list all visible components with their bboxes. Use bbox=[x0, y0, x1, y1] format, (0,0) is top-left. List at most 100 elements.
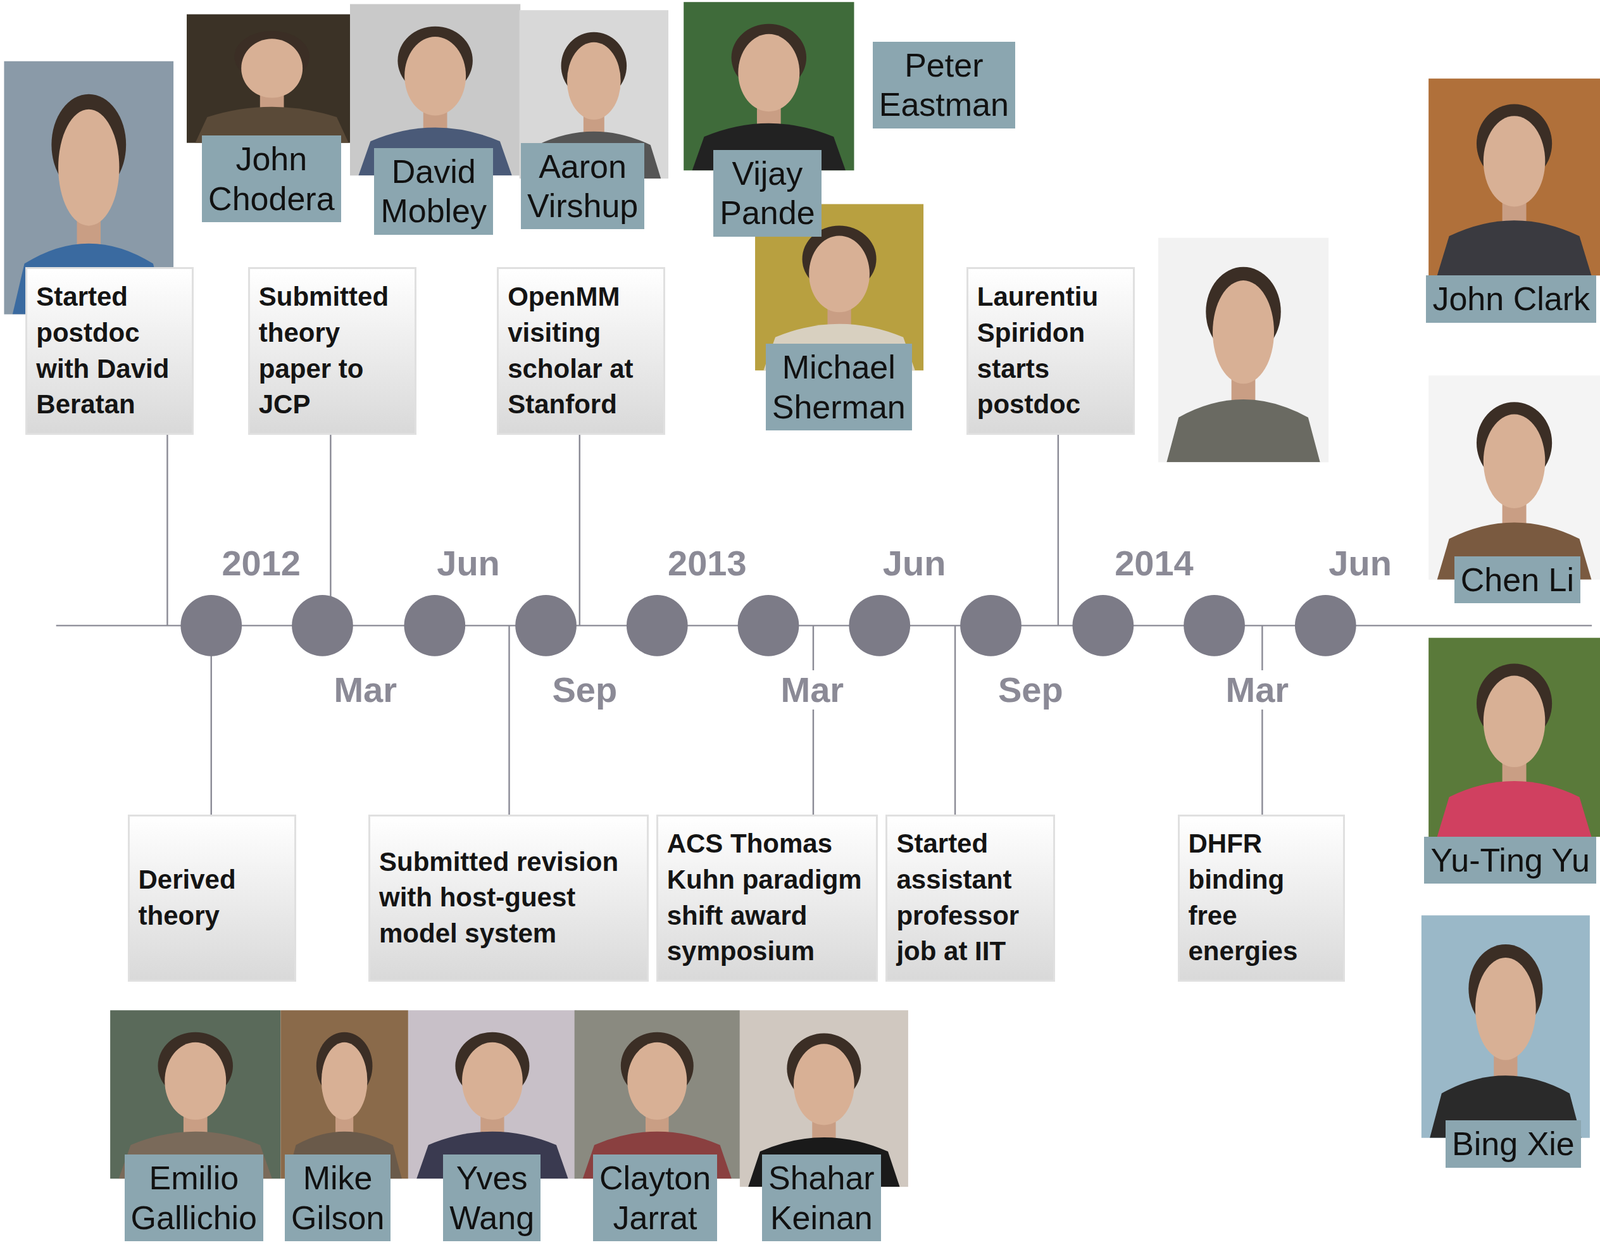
name-label: Mike Gilson bbox=[284, 1154, 391, 1242]
event-text: Started assistant professor job at IIT bbox=[896, 825, 1045, 970]
name-label: David Mobley bbox=[374, 148, 494, 235]
photo bbox=[280, 1010, 409, 1179]
person-name: Bing Xie bbox=[1451, 1124, 1575, 1164]
person-name: Mike Gilson bbox=[291, 1158, 385, 1238]
tick-line bbox=[579, 418, 581, 626]
portrait-figure bbox=[692, 24, 846, 171]
axis-label: Mar bbox=[1221, 670, 1293, 710]
tick-line bbox=[329, 418, 332, 626]
timeline-axis bbox=[56, 624, 1592, 626]
name-label: Vijay Pande bbox=[713, 150, 821, 237]
photo bbox=[1428, 637, 1600, 837]
event-text: Laurentiu Spiridon starts postdoc bbox=[977, 279, 1125, 423]
name-label: Shahar Keinan bbox=[762, 1154, 882, 1242]
person-name: Peter Eastman bbox=[879, 45, 1009, 125]
event-box: Started postdoc with David Beratan bbox=[25, 267, 194, 435]
event-text: DHFR binding free energies bbox=[1188, 825, 1335, 970]
photos bbox=[3, 1, 1600, 1187]
tick-line bbox=[954, 625, 956, 832]
person-name: Yu-Ting Yu bbox=[1430, 840, 1590, 880]
timeline-dot bbox=[626, 594, 688, 657]
name-label: Clayton Jarrat bbox=[593, 1154, 718, 1242]
event-box: OpenMM visiting scholar at Stanford bbox=[496, 267, 666, 435]
photo bbox=[1428, 78, 1600, 276]
name-label: Yu-Ting Yu bbox=[1424, 836, 1597, 884]
photo bbox=[1421, 915, 1590, 1138]
person-name: John Chodera bbox=[208, 139, 335, 219]
person-name: Emilio Gallichio bbox=[131, 1158, 257, 1238]
timeline-dot bbox=[1183, 594, 1245, 657]
axis-label: Jun bbox=[432, 543, 504, 583]
timeline-dot bbox=[291, 594, 354, 657]
ticks bbox=[56, 418, 1592, 832]
person-name: John Clark bbox=[1432, 279, 1590, 319]
timeline-dot bbox=[737, 594, 800, 657]
event-box: Started assistant professor job at IIT bbox=[885, 814, 1056, 982]
event-box: DHFR binding free energies bbox=[1177, 814, 1345, 982]
axis-label: 2013 bbox=[663, 543, 751, 583]
portrait-figure bbox=[1437, 663, 1592, 838]
portrait-figure bbox=[195, 31, 349, 144]
photo bbox=[683, 1, 854, 171]
axis-label: Mar bbox=[329, 670, 401, 710]
person-name: Vijay Pande bbox=[719, 153, 815, 233]
tick-line bbox=[166, 418, 168, 626]
name-label: Yves Wang bbox=[443, 1154, 541, 1242]
name-label: Bing Xie bbox=[1445, 1120, 1582, 1168]
person-name: Clayton Jarrat bbox=[599, 1158, 711, 1238]
person-name: Aaron Virshup bbox=[527, 146, 638, 226]
event-box: Submitted theory paper to JCP bbox=[248, 267, 417, 435]
event-box: ACS Thomas Kuhn paradigm shift award sym… bbox=[656, 814, 878, 982]
timeline-dots bbox=[180, 594, 1356, 657]
event-text: Submitted theory paper to JCP bbox=[258, 279, 406, 423]
tick-line bbox=[812, 625, 814, 832]
person-name: Yves Wang bbox=[449, 1158, 535, 1238]
event-box: Derived theory bbox=[127, 814, 297, 982]
photo bbox=[1158, 237, 1329, 463]
person-name: Chen Li bbox=[1460, 560, 1575, 600]
name-label: Aaron Virshup bbox=[520, 143, 645, 230]
name-label: Michael Sherman bbox=[765, 343, 913, 431]
axis-label: 2014 bbox=[1110, 543, 1198, 583]
event-text: Derived theory bbox=[138, 862, 286, 934]
photo bbox=[110, 1010, 281, 1179]
portrait-figure bbox=[1437, 401, 1592, 580]
tick-line bbox=[508, 625, 510, 832]
portrait-figure bbox=[1166, 267, 1320, 463]
axis-label: Sep bbox=[994, 670, 1068, 710]
timeline-dot bbox=[515, 594, 577, 657]
axis-label: Jun bbox=[879, 543, 950, 583]
event-box: Laurentiu Spiridon starts postdoc bbox=[966, 267, 1135, 435]
timeline-dot bbox=[1072, 594, 1134, 657]
axis-label: Mar bbox=[777, 670, 849, 710]
axis-label: Jun bbox=[1324, 543, 1396, 583]
portrait-figure bbox=[1437, 104, 1592, 276]
photo bbox=[186, 14, 357, 144]
name-label: John Clark bbox=[1425, 275, 1597, 323]
name-label: Chen Li bbox=[1454, 556, 1581, 604]
timeline-dot bbox=[848, 594, 911, 657]
timeline-dot bbox=[403, 594, 466, 657]
timeline-dot bbox=[960, 594, 1022, 657]
event-text: Started postdoc with David Beratan bbox=[36, 279, 183, 423]
axis-label: Sep bbox=[548, 670, 621, 710]
person-name: David Mobley bbox=[380, 151, 487, 232]
tick-line bbox=[210, 625, 213, 832]
name-label: Peter Eastman bbox=[872, 41, 1016, 129]
timeline-dot bbox=[180, 594, 242, 657]
timeline-dot bbox=[1294, 594, 1357, 657]
photo bbox=[574, 1010, 740, 1179]
event-text: ACS Thomas Kuhn paradigm shift award sym… bbox=[667, 825, 868, 970]
tick-line bbox=[1057, 418, 1059, 626]
event-text: Submitted revision with host-guest model… bbox=[379, 844, 638, 952]
tick-line bbox=[1261, 625, 1263, 832]
photo bbox=[1428, 375, 1600, 580]
name-label: Emilio Gallichio bbox=[124, 1154, 264, 1242]
event-box: Submitted revision with host-guest model… bbox=[368, 814, 649, 982]
name-label: John Chodera bbox=[201, 135, 341, 223]
person-name: Michael Sherman bbox=[772, 347, 906, 427]
photo bbox=[408, 1010, 577, 1179]
person-name: Shahar Keinan bbox=[768, 1158, 875, 1238]
axis-label: 2012 bbox=[217, 543, 305, 583]
